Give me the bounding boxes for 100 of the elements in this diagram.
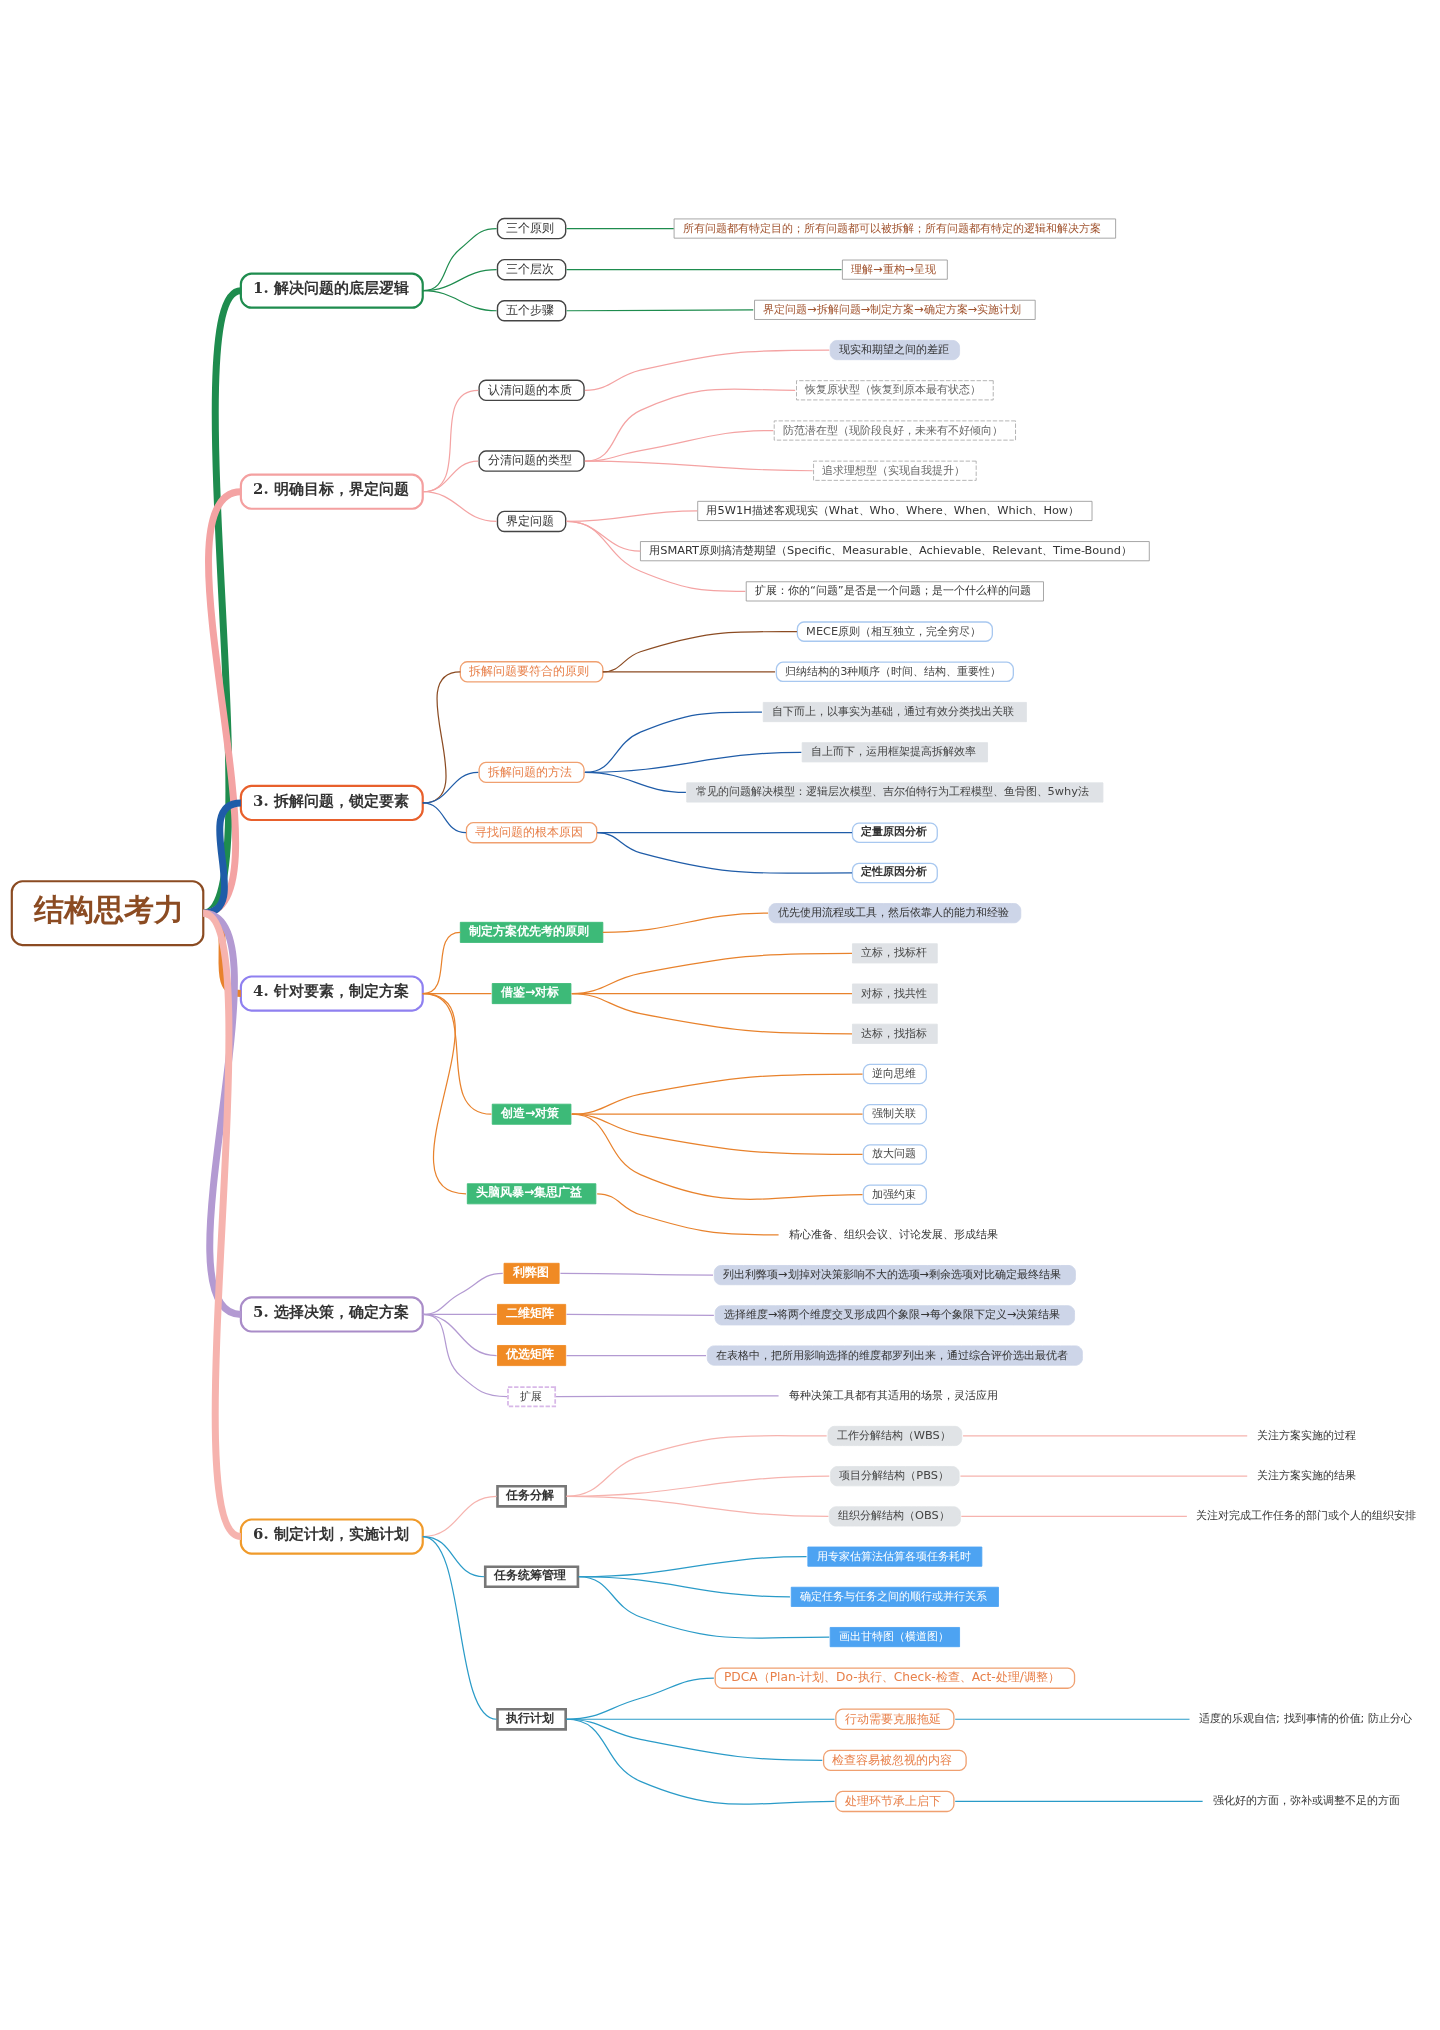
node-box: 用SMART原则搞清楚期望（Specific、Measurable、Achievable、Relevant、Time-Bound） (640, 541, 1150, 562)
node-box: 放大问题 (862, 1144, 927, 1165)
node-text: 精心准备、组织会议、讨论发展、形成结果 (788, 1226, 998, 1241)
connector (565, 1495, 830, 1518)
node-box: 二维矩阵 (497, 1303, 567, 1325)
node-box: 三个原则 (496, 217, 567, 240)
connector (422, 802, 467, 834)
node-box: 列出利弊项→划掉对决策影响不大的选项→剩余选项对比确定最终结果 (713, 1265, 1076, 1286)
node-box: 组织分解结构（OBS） (828, 1506, 961, 1527)
connector (584, 771, 687, 794)
connector (954, 1800, 1204, 1803)
connector (602, 671, 776, 673)
connector (559, 1272, 714, 1276)
node-text: 适度的乐观自信; 找到事情的价值; 防止分心 (1199, 1711, 1413, 1726)
node-box: 归纳结构的3种顺序（时间、结构、重要性） (775, 661, 1014, 683)
connector (422, 290, 498, 312)
node-box: 结构思考力 (10, 880, 205, 947)
node-box: 强制关联 (862, 1103, 927, 1125)
node-box: 在表格中，把所用影响选择的维度都罗列出来，通过综合评价选出最优者 (706, 1345, 1083, 1366)
connector (596, 832, 853, 874)
node-box: 拆解问题的方法 (478, 761, 585, 784)
connector (565, 227, 675, 230)
node-box: 扩展：你的“问题”是否是一个问题；是一个什么样的问题 (745, 581, 1044, 602)
node-box: 界定问题 (496, 510, 567, 533)
node-box: 5. 选择决策，确定方案 (239, 1296, 424, 1333)
node-text: 每种决策工具都有其适用的场景，灵活应用 (788, 1387, 998, 1402)
node-box: 用5W1H描述客观现实（What、Who、Where、When、Which、How） (697, 500, 1093, 521)
node-text: 关注方案实施的过程 (1257, 1427, 1357, 1442)
node-box: 选择维度→将两个维度交叉形成四个象限→每个象限下定义→决策结果 (714, 1305, 1075, 1326)
node-box: 优先使用流程或工具，然后依靠人的能力和经验 (768, 903, 1022, 924)
node-box: 追求理想型（实现自我提升） (813, 460, 977, 481)
node-box: 确定任务与任务之间的顺行或并行关系 (790, 1586, 999, 1607)
node-box: 三个层次 (496, 258, 567, 281)
connector (565, 1718, 836, 1805)
connector (422, 1535, 498, 1720)
connector (954, 1718, 1191, 1720)
node-box: 画出甘特图（横道图） (829, 1627, 960, 1648)
node-box: 定性原因分析 (851, 862, 938, 884)
connector (584, 349, 830, 391)
connector (422, 1313, 508, 1398)
connector (571, 992, 853, 1035)
connector (565, 520, 746, 592)
node-box: 利弊图 (503, 1262, 560, 1284)
node-box: 拆解问题要符合的原则 (459, 661, 604, 683)
connector (578, 1576, 830, 1639)
node-box: 常见的问题解决模型：逻辑层次模型、吉尔伯特行为工程模型、鱼骨图、5why法 (686, 782, 1104, 803)
node-box: 检查容易被忽视的内容 (822, 1749, 967, 1772)
node-box: 界定问题→拆解问题→制定方案→确定方案→实施计划 (754, 299, 1036, 320)
node-box: 3. 拆解问题，锁定要素 (239, 784, 424, 822)
node-box: 1. 解决问题的底层逻辑 (239, 272, 424, 309)
node-box: 借鉴→对标 (491, 983, 572, 1005)
node-box: 认清问题的本质 (478, 379, 585, 402)
node-box: PDCA（Plan-计划、Do-执行、Check-检查、Act-处理/调整） (714, 1667, 1076, 1689)
connector (584, 460, 814, 472)
connector (565, 309, 754, 312)
node-box: 4. 针对要素，制定方案 (239, 975, 424, 1012)
node-box: 行动需要克服拖延 (835, 1708, 955, 1730)
node-box: 加强约束 (862, 1184, 927, 1205)
node-box: 达标，找指标 (852, 1023, 938, 1044)
connector (571, 1073, 864, 1115)
connector (565, 1313, 715, 1316)
node-box: 任务分解 (496, 1484, 567, 1508)
connector (959, 1475, 1248, 1477)
node-box: 处理环节承上启下 (835, 1790, 955, 1813)
node-box: 逆向思维 (862, 1063, 927, 1085)
node-box: 防范潜在型（现阶段良好，未来有不好倾向） (773, 420, 1016, 441)
node-box: 用专家估算法估算各项任务耗时 (807, 1546, 983, 1567)
node-box: 定量原因分析 (851, 822, 938, 843)
node-box: 6. 制定计划，实施计划 (239, 1518, 424, 1555)
node-box: 寻找问题的根本原因 (465, 822, 598, 844)
node-box: 制定方案优先考的原则 (459, 921, 604, 943)
connector (565, 269, 843, 271)
connector (602, 912, 769, 933)
node-text: 关注方案实施的结果 (1257, 1468, 1357, 1483)
node-box: 分清问题的类型 (478, 450, 585, 472)
node-box: 优选矩阵 (497, 1345, 567, 1367)
node-text: 关注对完成工作任务的部门或个人的组织安排 (1195, 1508, 1416, 1523)
node-text: 强化好的方面，弥补或调整不足的方面 (1212, 1793, 1400, 1808)
node-box: 头脑风暴→集思广益 (466, 1183, 597, 1205)
node-box: MECE原则（相互独立，完全穷尽） (796, 621, 993, 642)
connector (596, 1193, 780, 1236)
node-box: 理解→重构→呈现 (841, 259, 948, 280)
node-box: 对标，找共性 (852, 983, 938, 1004)
node-box: 创造→对策 (491, 1103, 572, 1125)
connector (422, 992, 467, 1195)
node-box: 立标，找标杆 (852, 943, 938, 964)
node-box: 现实和期望之间的差距 (829, 340, 960, 361)
node-box: 所有问题都有特定目的；所有问题都可以被拆解；所有问题都有特定的逻辑和解决方案 (673, 218, 1117, 239)
node-box: 自上而下，运用框架提高拆解效率 (801, 742, 988, 763)
connector (422, 771, 479, 804)
connector (422, 491, 498, 523)
node-box: 恢复原状型（恢复到原本最有状态） (796, 380, 994, 401)
node-box: 2. 明确目标，界定问题 (239, 473, 424, 510)
connector (571, 1113, 864, 1200)
node-box: 执行计划 (496, 1707, 567, 1731)
node-box: 五个步骤 (496, 300, 567, 322)
node-box: 项目分解结构（PBS） (830, 1466, 960, 1487)
connector (962, 1435, 1248, 1437)
connector (602, 631, 798, 673)
node-box: 工作分解结构（WBS） (827, 1425, 963, 1447)
